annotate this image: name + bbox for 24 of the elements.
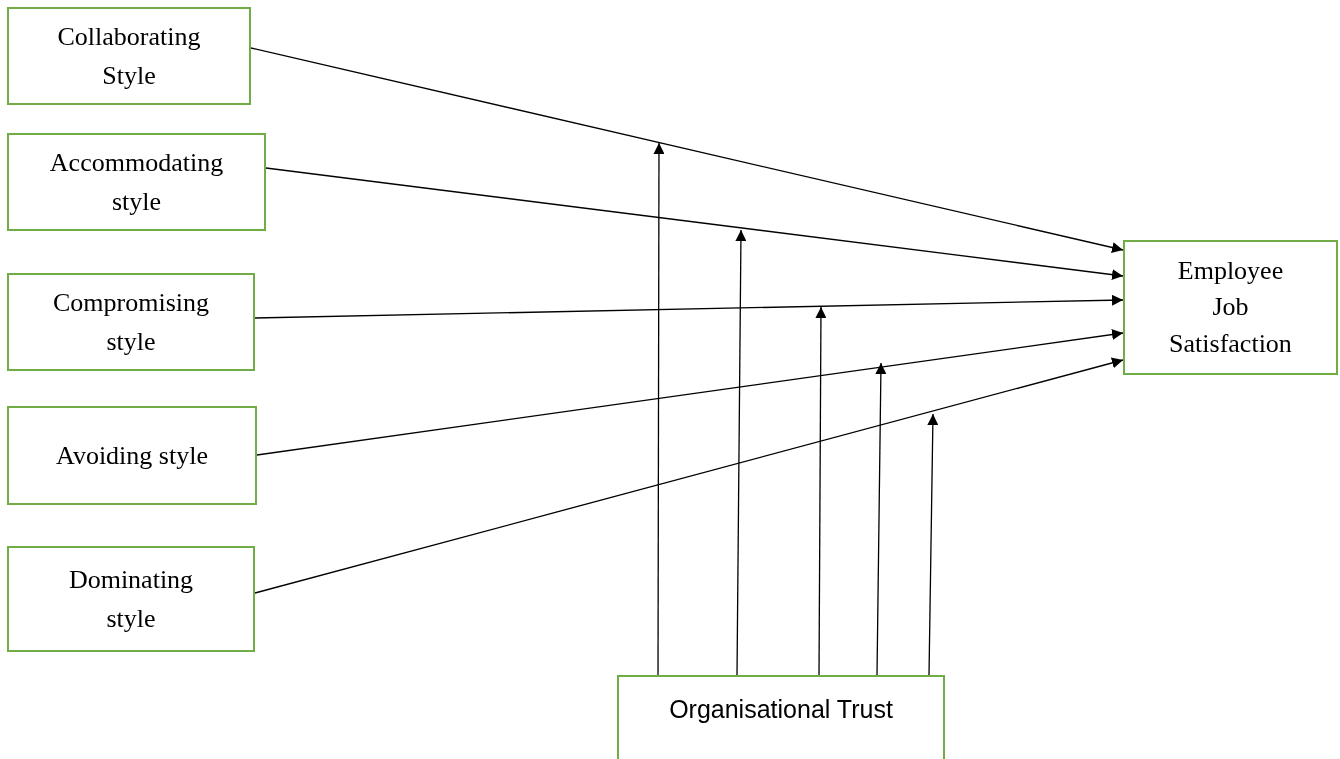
node-label: Compromising style [52, 287, 210, 358]
arrow [254, 357, 1124, 594]
arrow [256, 329, 1124, 456]
variable-box [7, 273, 255, 371]
variable-box [7, 7, 251, 105]
variable-box [1123, 240, 1338, 375]
arrow [735, 229, 747, 676]
node-label: Organisational Trust [669, 694, 893, 725]
node-label: Employee Job Satisfaction [1168, 254, 1293, 360]
variable-box [617, 675, 945, 759]
variable-box [7, 133, 266, 231]
node-label: Dominating style [67, 564, 195, 635]
arrow [254, 294, 1124, 319]
variable-box [7, 546, 255, 652]
node-label: Collaborating Style [56, 21, 202, 92]
arrow [875, 362, 887, 676]
arrow [265, 167, 1124, 281]
arrow [250, 47, 1124, 253]
arrow [815, 306, 827, 676]
node-label: Avoiding style [56, 440, 208, 472]
arrow [653, 142, 665, 676]
arrow [927, 413, 939, 676]
variable-box [7, 406, 257, 505]
node-label: Accommodating style [48, 147, 225, 218]
